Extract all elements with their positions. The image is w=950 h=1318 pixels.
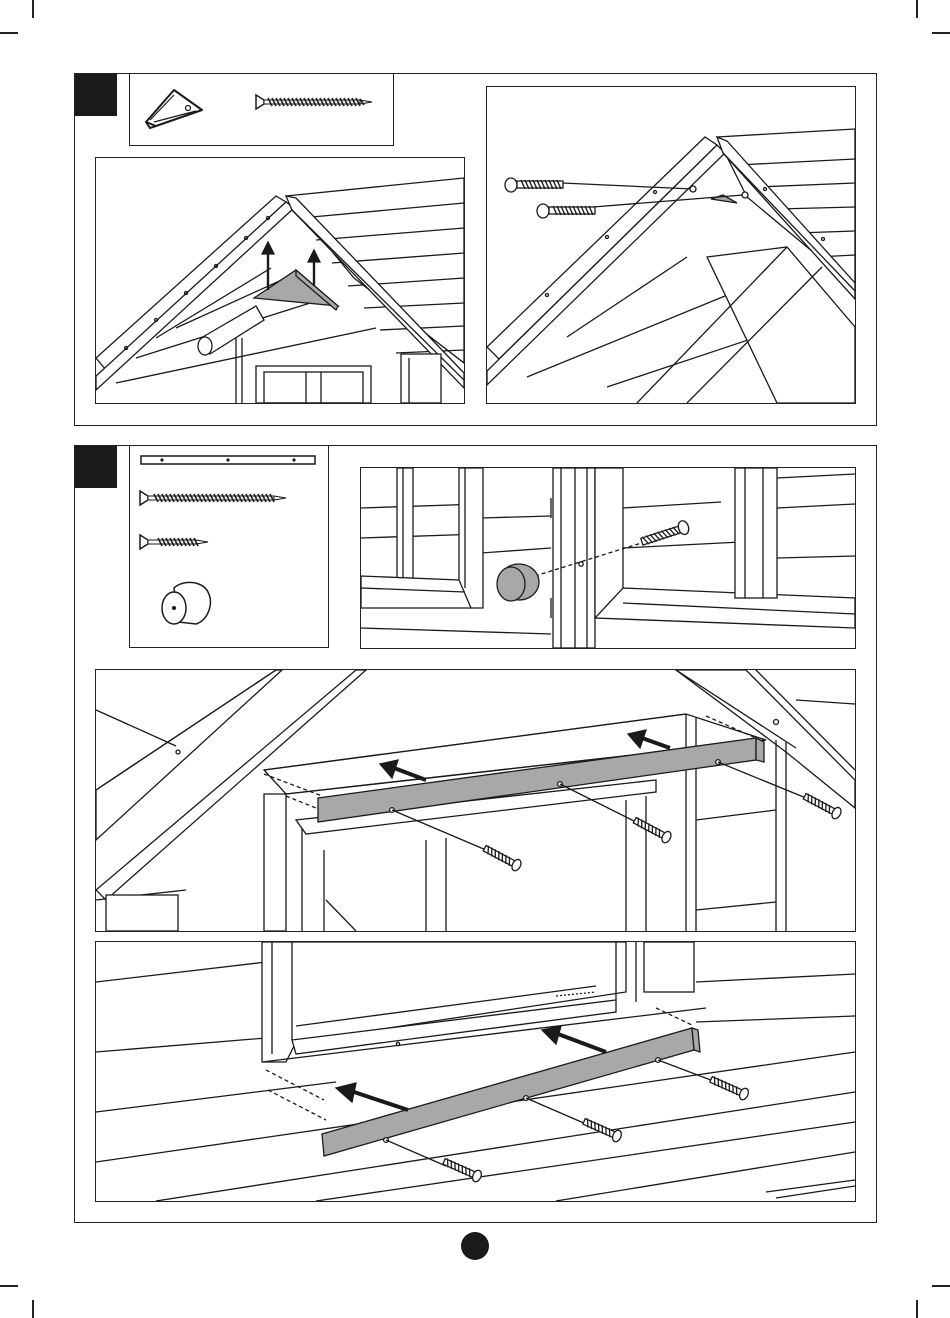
long-screw-icon [254, 92, 376, 112]
gable-illustration [96, 158, 464, 403]
parts-box [129, 446, 329, 648]
step-section-1 [74, 73, 877, 426]
step-number-box [75, 74, 117, 116]
gable-screw-illustration [487, 87, 855, 403]
crop-mark [932, 1285, 950, 1287]
lower-window-batten-panel [95, 941, 856, 1202]
upper-batten-illustration [96, 670, 855, 931]
gable-bracket-screw-panel [486, 86, 856, 404]
lower-batten-illustration [96, 942, 855, 1201]
upper-window-batten-panel [95, 669, 856, 932]
crop-mark [916, 0, 918, 18]
crop-mark [0, 1285, 18, 1287]
parts-box [129, 74, 394, 146]
long-screw-icon [138, 488, 288, 508]
knob-illustration [361, 468, 855, 648]
short-screw-icon [138, 532, 210, 552]
crop-mark [32, 0, 34, 18]
crop-mark [916, 1300, 918, 1318]
crop-mark [32, 1300, 34, 1318]
metal-strip-icon [140, 454, 318, 468]
knob-icon [158, 578, 214, 630]
gable-bracket-insert-panel [95, 157, 465, 404]
knob-attach-panel [360, 467, 856, 649]
triangle-block-icon [142, 82, 206, 130]
step-number-box [75, 446, 117, 488]
crop-mark [0, 32, 18, 34]
crop-mark [932, 32, 950, 34]
step-section-2 [74, 445, 877, 1223]
page-number-disc-icon [461, 1232, 489, 1260]
